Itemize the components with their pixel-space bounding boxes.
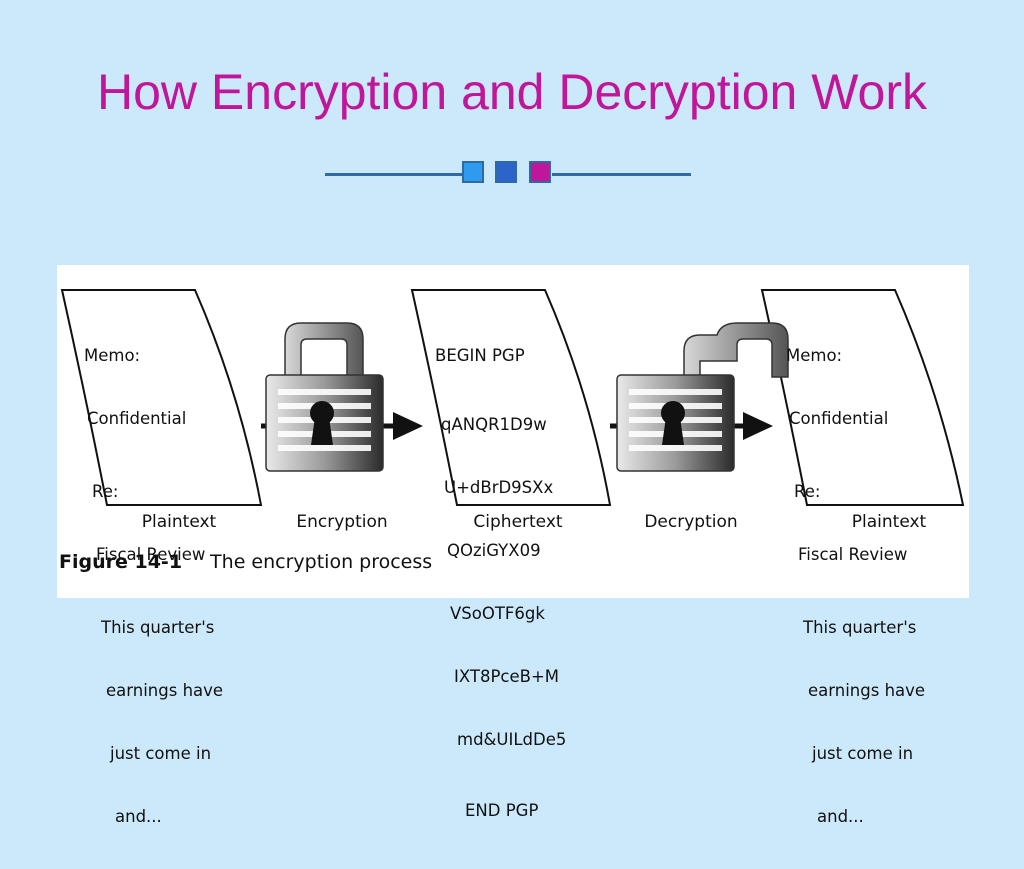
memo-line: Re: xyxy=(794,482,821,501)
label-ciphertext: Ciphertext xyxy=(473,512,563,532)
divider-square-light-blue xyxy=(462,161,484,183)
cipher-line: BEGIN PGP xyxy=(435,346,525,365)
label-decryption: Decryption xyxy=(644,512,738,532)
cipher-line: END PGP xyxy=(465,801,539,820)
figure-caption-text: The encryption process xyxy=(210,551,433,573)
memo-line: just come in xyxy=(812,744,914,763)
memo-line: just come in xyxy=(110,744,212,763)
cipher-line: qANQR1D9w xyxy=(441,415,547,434)
closed-padlock-icon xyxy=(265,322,384,472)
memo-line: and... xyxy=(115,807,162,826)
cipher-line: U+dBrD9SXx xyxy=(444,478,554,497)
open-padlock-icon xyxy=(616,322,789,472)
label-encryption: Encryption xyxy=(296,512,388,532)
ciphertext-text: BEGIN PGP qANQR1D9w U+dBrD9SXx QOziGYX09… xyxy=(435,303,566,863)
label-plaintext-right: Plaintext xyxy=(851,512,927,532)
plaintext-memo-text-left: Memo: Confidential Re: Fiscal Review Thi… xyxy=(84,303,223,869)
cipher-line: VSoOTF6gk xyxy=(450,604,545,623)
memo-line: earnings have xyxy=(106,681,224,700)
slide-title: How Encryption and Decryption Work xyxy=(97,64,927,120)
memo-line: Memo: xyxy=(84,346,141,365)
divider-square-blue xyxy=(495,161,517,183)
memo-line: earnings have xyxy=(808,681,926,700)
memo-line: Fiscal Review xyxy=(96,545,206,564)
encryption-figure: Memo: Confidential Re: Fiscal Review Thi… xyxy=(57,265,969,826)
plaintext-memo-text-right: Memo: Confidential Re: Fiscal Review Thi… xyxy=(786,303,925,869)
arrow-head-icon xyxy=(743,412,773,440)
divider-square-magenta xyxy=(529,161,551,183)
divider-line-left xyxy=(325,173,463,176)
cipher-line: md&UILdDe5 xyxy=(457,730,567,749)
arrow-head-icon xyxy=(393,412,423,440)
cipher-line: IXT8PceB+M xyxy=(454,667,560,686)
figure-caption: Figure 14-1 The encryption process xyxy=(59,551,432,573)
memo-line: Re: xyxy=(92,482,119,501)
memo-line: This quarter's xyxy=(803,618,917,637)
ciphertext-document-shape xyxy=(410,289,612,506)
memo-line: This quarter's xyxy=(101,618,215,637)
cipher-line: QOziGYX09 xyxy=(447,541,541,560)
encryption-diagram xyxy=(60,289,965,506)
figure-number: Figure 14-1 xyxy=(59,551,183,573)
memo-line: Fiscal Review xyxy=(798,545,908,564)
memo-line: and... xyxy=(817,807,864,826)
memo-line: Confidential xyxy=(789,409,889,428)
label-plaintext-left: Plaintext xyxy=(141,512,217,532)
memo-line: Confidential xyxy=(87,409,187,428)
plaintext-document-shape xyxy=(60,289,263,506)
memo-line: Memo: xyxy=(786,346,843,365)
divider-line-right xyxy=(552,173,691,176)
